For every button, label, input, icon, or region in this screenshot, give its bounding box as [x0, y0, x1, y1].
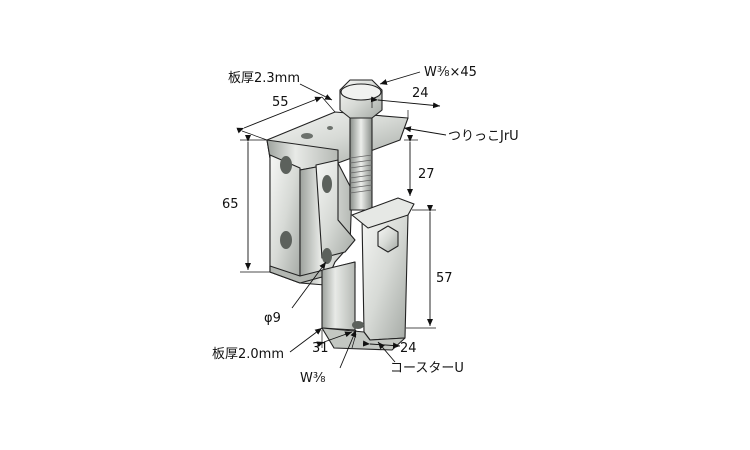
bolt-spec-leader: [379, 71, 421, 85]
bolt-thread-lines: [349, 154, 373, 194]
label-dim-27: 27: [418, 167, 435, 182]
phi9-hole: [322, 248, 332, 264]
label-hole-dia: φ9: [264, 311, 281, 326]
lower-bolt-head: [377, 225, 399, 253]
label-bolt-spec: W⅜×45: [424, 65, 477, 80]
dim-24-top-line: [370, 96, 441, 109]
part-lower-leader: [377, 341, 396, 363]
label-plate-thickness-bottom: 板厚2.0mm: [212, 347, 284, 362]
label-part-upper: つりっこJrU: [448, 129, 519, 144]
dim-31-line: [316, 331, 353, 348]
label-bottom-thread: W⅜: [300, 371, 326, 386]
phi9-leader: [291, 261, 327, 309]
left-plate-hole-upper: [280, 156, 292, 174]
label-plate-thickness-top: 板厚2.3mm: [228, 71, 300, 86]
plate-thickness-top-leader: [299, 83, 333, 101]
top-plate-hole-small: [327, 126, 333, 130]
label-dim-57: 57: [436, 271, 453, 286]
label-bottom-width-31: 31: [312, 341, 329, 356]
labels: W⅜×45 板厚2.3mm 55 24 つりっこJrU 27 65 57 φ9 …: [212, 65, 519, 386]
lower-bottom-hole: [352, 321, 364, 329]
lower-top-lip: [351, 197, 415, 229]
part-upper-leader: [403, 126, 447, 136]
bolt-thread: [349, 109, 373, 211]
label-bolt-offset-24: 24: [412, 86, 429, 101]
label-bottom-depth-24: 24: [400, 341, 417, 356]
bolt-head-top: [340, 83, 382, 101]
dimension-lines: [236, 71, 447, 369]
upper-bracket: [266, 111, 409, 286]
dim-24-bottom-line: [362, 340, 401, 349]
label-width-55: 55: [272, 95, 289, 110]
left-plate-face: [269, 154, 301, 284]
left-plate-hole-lower: [280, 231, 292, 249]
dim-55-line: [236, 96, 323, 134]
label-part-lower: コースターU: [390, 361, 464, 376]
top-plate-hole: [301, 133, 313, 139]
bottom-thread-leader: [339, 329, 357, 369]
label-height-65: 65: [222, 197, 239, 212]
bolt: [339, 79, 383, 211]
inner-plate-hole: [322, 175, 332, 193]
lower-back-plate: [321, 261, 356, 331]
